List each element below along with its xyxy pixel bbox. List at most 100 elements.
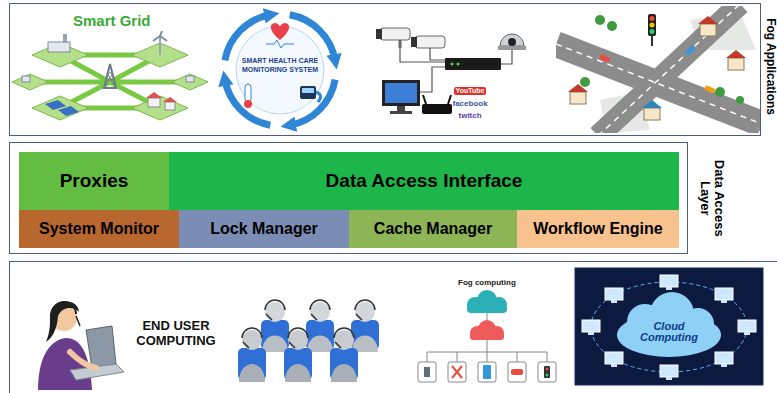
traffic-intersection-illustration [599,54,610,62]
fog-computing-illustration [478,362,496,382]
health-monitoring-illustration [225,15,270,61]
smart-grid-illustration [159,36,161,55]
smart-grid-illustration [45,100,66,110]
smart-grid-illustration [32,96,88,120]
box-label: Workflow Engine [533,220,662,238]
component-box: Cache Manager [349,210,517,248]
call-center-figures [310,300,330,320]
cctv-illustration [411,37,417,47]
smart-grid-illustration [148,98,160,107]
cloud-computing-illustration [715,288,733,300]
fog-computing-illustration [546,368,549,371]
fog-computing-illustration [424,367,430,377]
cloud-computing-illustration [575,268,763,385]
call-center-figures [288,328,308,348]
box-label: Cache Manager [374,220,492,238]
traffic-intersection-illustration [607,21,617,31]
call-center-figures [334,328,354,348]
fog-computing-illustration [544,366,550,378]
traffic-intersection-illustration [650,16,655,21]
cctv-illustration [376,28,526,114]
illustration-title: Fog computing [458,278,516,287]
fog-computing-illustration [538,362,556,382]
component-box: Proxies [19,152,169,210]
call-center-figures [285,364,311,382]
end-user-figure [76,316,80,326]
box-label: Proxies [60,170,129,192]
traffic-intersection-illustration [650,23,655,28]
cloud-computing-illustration [666,287,672,290]
smart-grid-illustration [104,64,116,88]
smart-grid-illustration [146,92,162,98]
traffic-intersection-illustration [685,45,696,55]
smart-grid-illustration [153,31,167,41]
traffic-intersection-illustration [700,24,716,36]
layer-heading: Data Access Layer [698,150,727,246]
traffic-intersection-illustration [728,58,744,70]
fog-computing-illustration [511,369,523,375]
traffic-intersection-illustration [598,6,740,133]
cloud-computing-illustration [575,268,763,385]
traffic-intersection-illustration [595,15,605,25]
illustration-title: END USER COMPUTING [126,319,226,349]
cloud-computing-illustration [721,300,727,303]
smart-grid-illustration [186,76,194,82]
traffic-intersection-illustration [698,16,718,24]
traffic-intersection-illustration [726,50,746,58]
health-monitoring-illustration [225,15,335,125]
traffic-intersection-illustration [644,108,660,120]
cctv-illustration [420,67,445,92]
call-center-figures [239,364,265,382]
call-center-figures [262,336,288,353]
smart-grid-illustration [63,34,67,43]
cloud-computing-illustration [744,332,750,335]
illustration-title: Cloud Computing [634,321,704,344]
cloud-computing-illustration [715,352,733,364]
cloud-computing-illustration [582,320,600,332]
end-user-figure [70,352,96,368]
traffic-intersection-illustration [648,14,656,36]
fog-computing-illustration [427,340,547,362]
bottom-panel [10,262,777,393]
end-user-figure [38,301,124,390]
fog-computing-illustration [467,305,507,313]
cloud-computing-illustration [738,320,756,332]
fog-computing-illustration [448,362,466,382]
fog-computing-illustration [452,366,462,378]
call-center-figures [242,330,262,350]
layer-panel: Data Access LayerProxiesData Access Inte… [9,142,688,254]
cctv-illustration [376,29,382,39]
traffic-intersection-illustration [556,44,760,124]
cctv-illustration [422,104,452,114]
cctv-illustration [397,106,405,111]
cloud-computing-illustration [660,275,678,287]
cloud-computing-illustration [605,352,623,364]
traffic-intersection-illustration [650,29,655,34]
traffic-intersection-illustration [570,92,586,104]
call-center-figures [242,328,262,348]
cctv-illustration [390,111,412,114]
cctv-illustration [451,63,454,66]
health-monitoring-illustration [225,80,270,126]
cloud-computing-illustration [591,282,747,372]
smart-grid-illustration [22,76,30,82]
smart-grid-illustration [165,102,175,110]
cloud-computing-illustration [660,365,678,377]
health-monitoring-illustration [302,88,314,93]
cctv-illustration [500,34,524,46]
smart-grid-illustration [132,96,188,120]
smart-grid-illustration [12,74,48,90]
cctv-illustration [445,58,501,70]
smart-grid-illustration [104,73,116,88]
logo-text: YouTube [454,87,487,95]
traffic-intersection-illustration [598,6,740,133]
cctv-illustration [382,80,420,106]
cctv-illustration [498,46,526,50]
fog-computing-illustration [546,374,549,377]
cctv-illustration [399,40,402,48]
end-user-figure [46,301,79,342]
fog-computing-illustration [508,362,526,382]
cctv-illustration [457,63,460,66]
health-monitoring-illustration [244,100,252,108]
smart-grid-illustration [163,97,177,102]
